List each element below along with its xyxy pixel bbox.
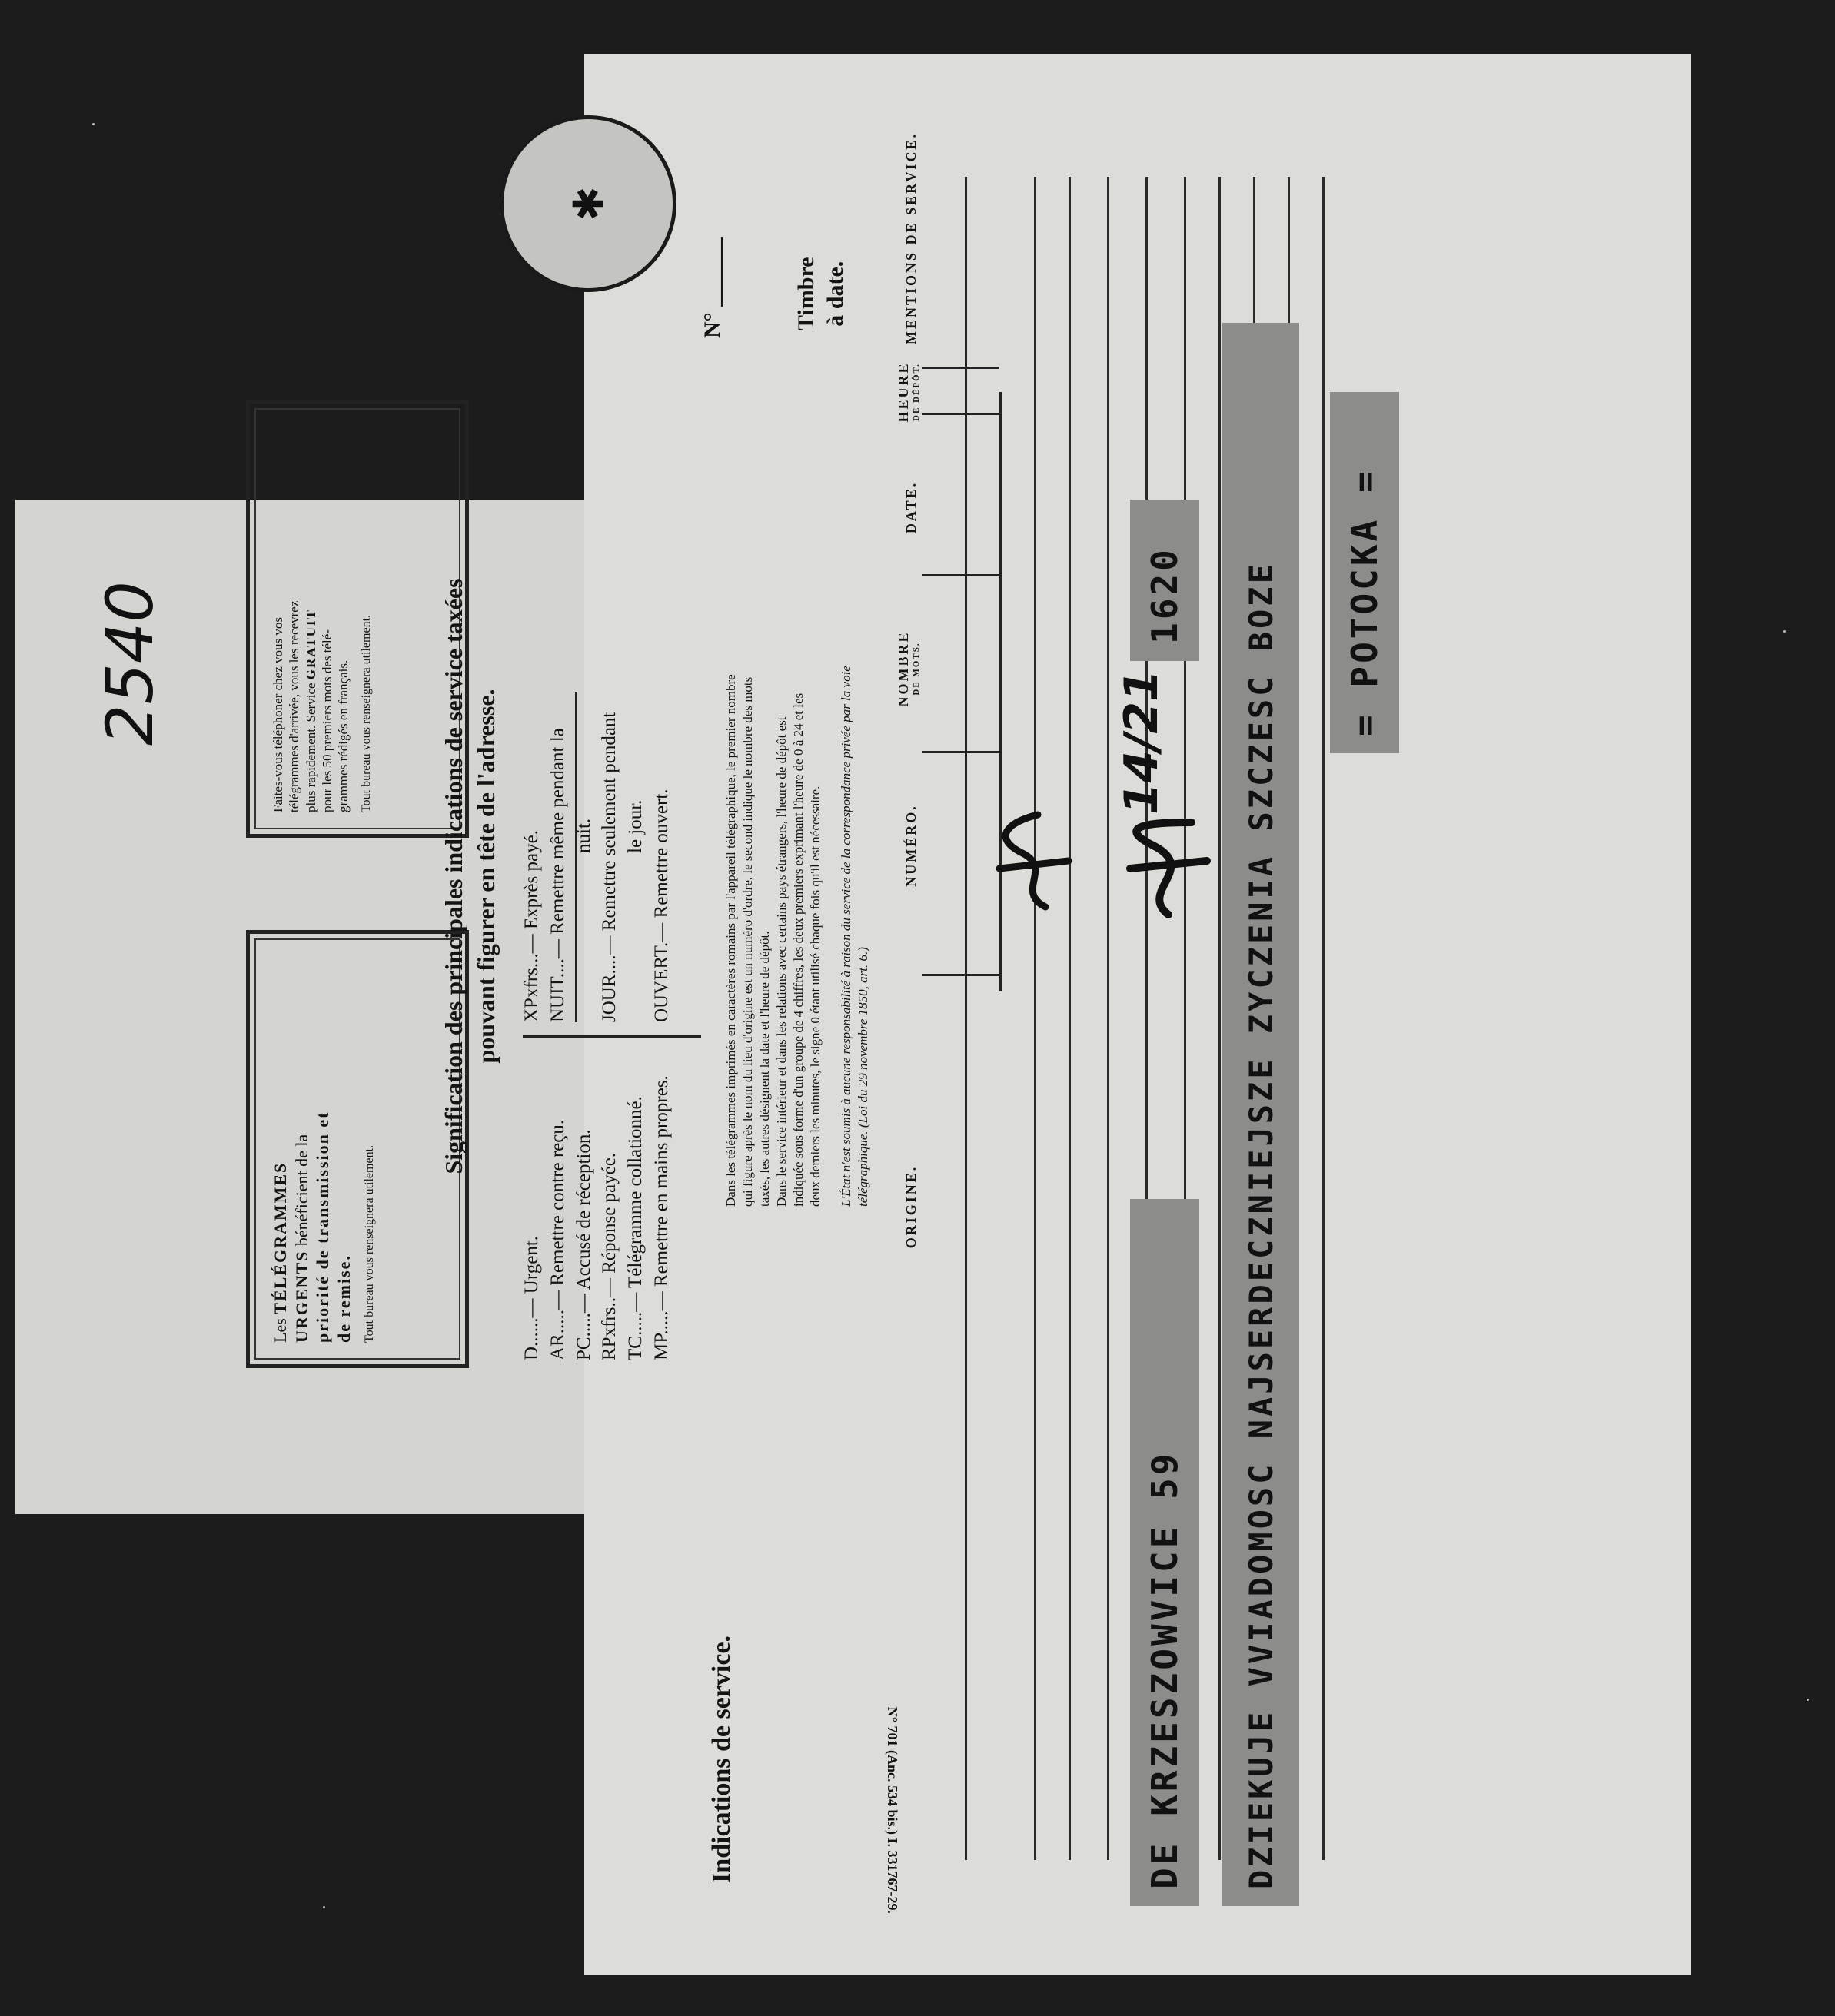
liability-paragraph: L'État n'est soumis à aucune responsabil… <box>838 438 872 1207</box>
code-tc: TC.....— Télégramme collationné. <box>625 1096 646 1360</box>
box-tel-line4: pour les 50 premiers mots des télé- <box>319 629 334 812</box>
box-urgent-footer: Tout bureau vous renseignera utilement. <box>363 1144 376 1343</box>
col-nombre-sub: DE MOTS. <box>912 642 921 696</box>
dust-speck <box>323 1906 325 1908</box>
timbre-a-date-label: Timbre à date. <box>792 257 849 330</box>
paper-folded-panel <box>15 500 600 1514</box>
code-mp: MP.....— Remettre en mains propres. <box>650 1075 672 1360</box>
writing-line <box>1069 177 1071 1860</box>
box-tel-footer: Tout bureau vous renseignera utilement. <box>360 614 374 812</box>
box-tel-line2: télégrammes d'arrivée, vous les recevrez <box>287 600 302 812</box>
liability-line1: L'État n'est soumis à aucune responsabil… <box>839 666 853 1207</box>
col-divider <box>922 974 999 976</box>
ink-scribble <box>1126 819 1211 918</box>
explanation-paragraph: Dans les télégrammes imprimés en caractè… <box>723 438 825 1207</box>
col-nombre: NOMBRE DE MOTS. <box>896 592 921 746</box>
writing-line <box>1107 177 1109 1860</box>
code-jour: JOUR....— Remettre seulement pendant <box>599 712 620 1022</box>
box-urgent-prefix: Les <box>271 1318 290 1343</box>
col-divider <box>922 574 999 576</box>
code-jour-cont: le jour. <box>625 799 646 853</box>
service-codes-left: D......— Urgent. AR.....— Remettre contr… <box>519 1038 675 1360</box>
codes-rule <box>575 692 577 1022</box>
liability-line2: télégraphique. (Loi du 29 novembre 1850,… <box>856 947 871 1207</box>
code-pc: PC.....— Accusé de réception. <box>573 1129 594 1360</box>
box-urgent-title: TÉLÉGRAMMES <box>271 1161 290 1314</box>
telegram-strip-time: 1620 <box>1130 500 1199 661</box>
col-divider <box>922 413 999 415</box>
code-urgent: D......— Urgent. <box>521 1235 542 1360</box>
dust-speck <box>92 123 95 125</box>
service-heading-line1: Signification des principales indication… <box>440 578 467 1174</box>
para-line5: indiquée sous forme d'un groupe de 4 chi… <box>791 692 806 1207</box>
col-numero: NUMÉRO. <box>903 804 919 887</box>
para-line4: Dans le service intérieur et dans les re… <box>774 716 790 1207</box>
ink-scribble <box>996 811 1072 911</box>
box-urgent-line2: bénéficient de la <box>291 1134 311 1247</box>
code-ar: AR.....— Remettre contre reçu. <box>547 1119 568 1360</box>
numero-field: N° ______ <box>700 237 725 338</box>
box-urgent-word: URGENTS <box>291 1250 311 1343</box>
col-origine: ORIGINE. <box>903 1164 919 1249</box>
col-mentions: MENTIONS DE SERVICE. <box>903 132 919 344</box>
para-line3: taxés, les autres désignent la date et l… <box>757 931 773 1207</box>
col-divider <box>922 751 999 753</box>
telegram-signature: = POTOCKA = <box>1344 468 1385 736</box>
box-urgent-line3: priorité de transmission et <box>313 1111 332 1343</box>
telegram-origin: DE KRZESZOWVICE 59 <box>1144 1450 1185 1890</box>
telegram-handwritten-date: 14/21 <box>1115 669 1168 815</box>
service-heading-line2: pouvant figurer en tête de l'adresse. <box>471 689 500 1064</box>
info-box-urgent: Les TÉLÉGRAMMES URGENTS bénéficient de l… <box>246 930 469 1368</box>
box-tel-line3: plus rapidement. Service <box>303 683 318 812</box>
writing-line <box>1218 177 1221 1860</box>
dust-speck <box>1807 1699 1809 1701</box>
code-xp: XPxfrs...— Exprès payé. <box>521 830 542 1022</box>
timbre-line1: Timbre <box>793 257 819 330</box>
box-tel-gratuit: GRATUIT <box>303 609 318 680</box>
telegram-body: DZIEKUJE VVIADOMOSC NAJSERDECZNIEJSZE ZY… <box>1242 561 1280 1889</box>
telegram-strip-signature: = POTOCKA = <box>1330 392 1399 753</box>
header-top-rule <box>965 177 967 1860</box>
col-nombre-label: NOMBRE <box>896 630 911 707</box>
telegram-strip-origin: DE KRZESZOWVICE 59 <box>1130 1199 1199 1906</box>
timbre-line2: à date. <box>822 261 848 327</box>
form-imprint: N° 701 (Anc. 534 bis.) I. 331767-29. <box>885 1706 900 1914</box>
telegram-strip-body: DZIEKUJE VVIADOMOSC NAJSERDECZNIEJSZE ZY… <box>1222 323 1299 1906</box>
para-line6: deux derniers les minutes, le signe 0 ét… <box>808 785 823 1207</box>
service-heading: Signification des principales indication… <box>438 377 502 1376</box>
box-urgent-line4: de remise. <box>334 1254 354 1343</box>
info-box-telephone: Faites-vous téléphoner chez vous vos tél… <box>246 400 469 838</box>
writing-line <box>1322 177 1325 1860</box>
dust-speck <box>1783 630 1786 633</box>
code-nuit: NUIT....— Remettre même pendant la <box>547 728 568 1022</box>
para-line1: Dans les télégrammes imprimés en caractè… <box>723 674 738 1207</box>
indications-de-service-label: Indications de service. <box>707 1635 736 1883</box>
col-divider <box>922 367 999 369</box>
code-rp: RPxfrs..— Réponse payée. <box>599 1152 620 1360</box>
handwritten-catalog-number: 2540 <box>92 581 168 746</box>
box-tel-line1: Faites-vous téléphoner chez vous vos <box>271 617 285 812</box>
telegram-form: Les TÉLÉGRAMMES URGENTS bénéficient de l… <box>246 85 1691 1975</box>
stamp-star-icon: ✱ <box>565 186 612 221</box>
writing-line <box>1034 177 1036 1860</box>
postmark-stamp: ✱ <box>500 115 676 292</box>
box-tel-line5: grammes rédigés en français. <box>336 659 351 812</box>
service-codes-right: XPxfrs...— Exprès payé. NUIT....— Remett… <box>519 607 675 1022</box>
code-ouvert: OUVERT.— Remettre ouvert. <box>650 789 672 1022</box>
codes-divider <box>523 1035 701 1038</box>
telegram-time: 1620 <box>1144 546 1185 644</box>
para-line2: qui figure après le nom du lieu d'origin… <box>740 676 756 1207</box>
